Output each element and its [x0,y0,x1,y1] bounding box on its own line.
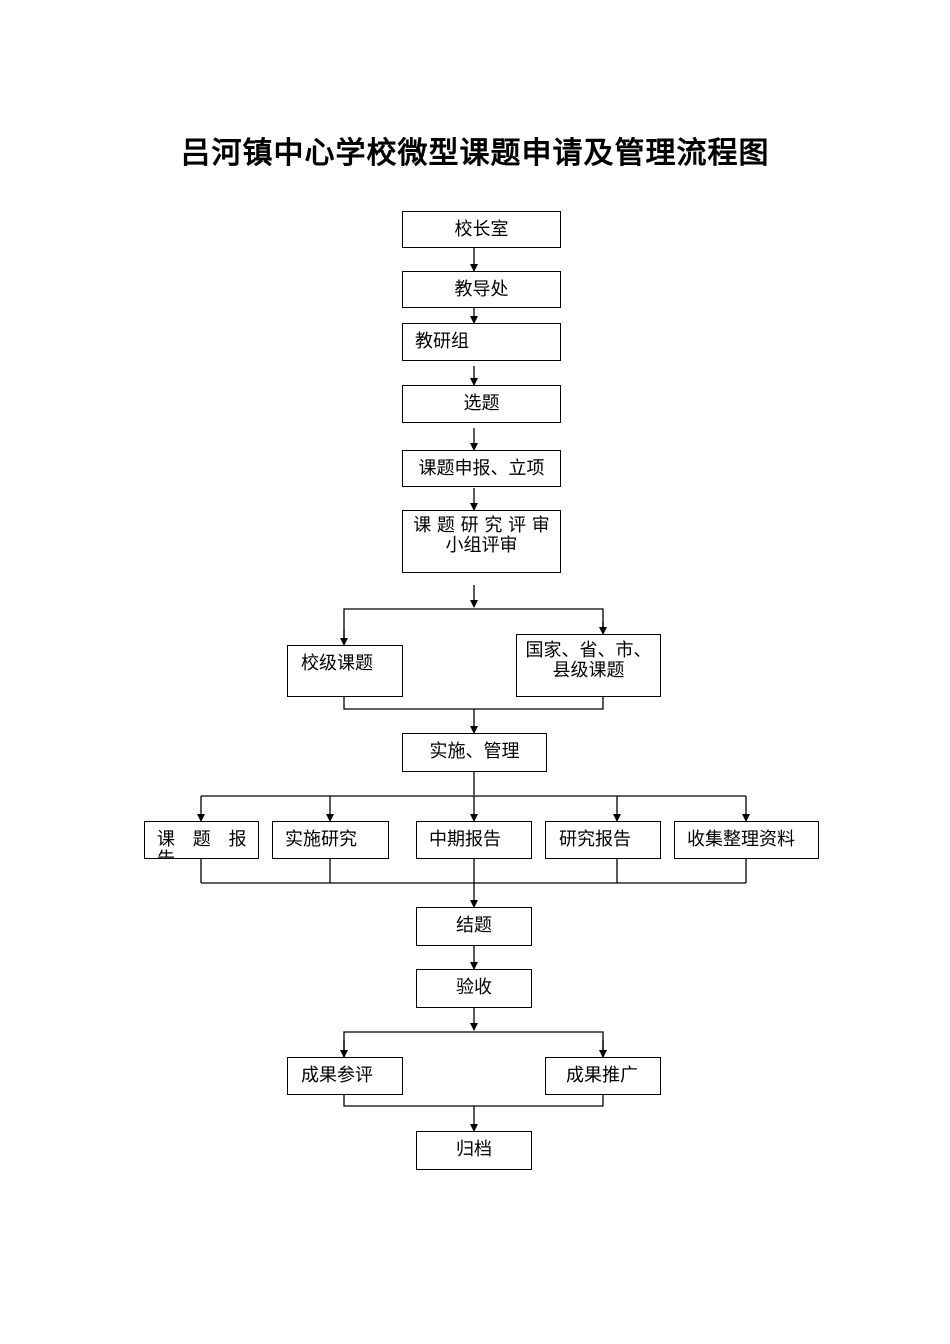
node-label-line1: 课 题 报 告 [157,829,253,859]
node-acceptance: 验收 [416,969,532,1008]
merge-bar-level [343,696,604,710]
node-label: 课题申报、立项 [418,458,545,479]
node-label: 研究报告 [559,829,631,850]
node-label: 验收 [456,977,492,998]
node-label: 中期报告 [429,829,501,850]
node-label: 教研组 [415,331,469,352]
node-label-line2: 县级课题 [552,660,625,681]
node-topic-report: 课 题 报 告 报告 [144,821,259,859]
node-label: 选题 [463,393,500,414]
node-label: 收集整理资料 [687,829,795,850]
node-label: 实施、管理 [429,741,520,762]
node-academic-office: 教导处 [402,271,561,308]
node-label: 校级课题 [301,653,373,674]
node-label: 成果推广 [566,1065,638,1086]
split-bar-results [343,1031,604,1057]
node-results-promotion: 成果推广 [545,1057,661,1095]
node-review-group: 课 题 研 究 评 审 小组评审 [402,510,561,573]
node-higher-level: 国家、省、市、 县级课题 [516,634,661,697]
node-implementation-research: 实施研究 [272,821,389,859]
node-principal-office: 校长室 [402,211,561,248]
node-label: 实施研究 [285,829,357,850]
node-topic-selection: 选题 [402,385,561,423]
node-school-level: 校级课题 [287,645,403,697]
node-label-line2: 小组评审 [445,535,518,556]
page-title: 吕河镇中心学校微型课题申请及管理流程图 [180,136,770,171]
node-implement-manage: 实施、管理 [402,733,547,772]
node-research-report: 研究报告 [545,821,661,859]
node-label: 归档 [456,1139,492,1160]
split-bar-level [343,608,604,641]
node-label-line1: 课 题 研 究 评 审 [413,515,550,536]
node-midterm-report: 中期报告 [416,821,532,859]
node-label: 教导处 [454,279,509,300]
node-conclude: 结题 [416,907,532,946]
node-label: 成果参评 [301,1065,373,1086]
node-research-group: 教研组 [402,323,561,361]
node-label-line1: 国家、省、市、 [525,640,652,661]
node-results-evaluation: 成果参评 [287,1057,403,1095]
node-label: 结题 [456,915,492,936]
node-declare-approve: 课题申报、立项 [402,450,561,487]
merge-bar-results [343,1094,604,1107]
node-label: 校长室 [454,219,509,240]
node-archive: 归档 [416,1131,532,1170]
node-collect-materials: 收集整理资料 [674,821,819,859]
